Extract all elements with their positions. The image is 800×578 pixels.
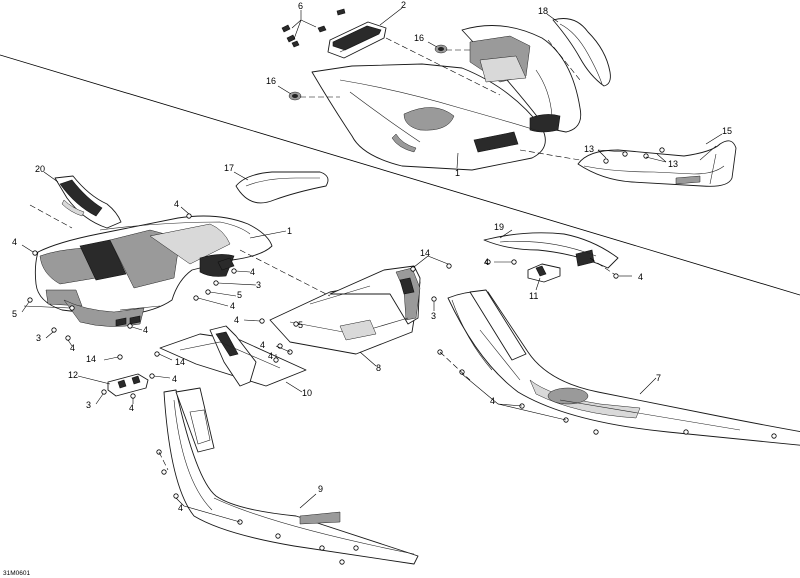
- fasteners-center: [117, 263, 452, 363]
- part-9-running-board: [163, 387, 419, 565]
- part-1-upper-console: [311, 25, 582, 171]
- callout-4-c: 4: [250, 267, 255, 277]
- fasteners-part-6: [281, 8, 346, 48]
- fasteners-part-13: [603, 147, 665, 164]
- callout-11: 11: [529, 291, 538, 301]
- callout-3-d: 3: [431, 311, 436, 321]
- callout-5-a: 5: [237, 290, 242, 300]
- callout-4-g: 4: [234, 315, 239, 325]
- callout-2: 2: [401, 0, 406, 10]
- part-16-grommet-b: [288, 91, 302, 101]
- callout-19: 19: [494, 222, 504, 232]
- callout-4-o: 4: [178, 503, 183, 513]
- callout-20: 20: [35, 164, 45, 174]
- callout-4-m: 4: [638, 272, 643, 282]
- callout-12: 12: [68, 370, 78, 380]
- callout-8: 8: [376, 363, 381, 373]
- part-12-bracket: [101, 373, 155, 399]
- callout-5-b: 5: [12, 309, 17, 319]
- part-19-trim: [483, 232, 619, 269]
- part-17-pad: [235, 171, 329, 204]
- callout-18: 18: [538, 6, 548, 16]
- callout-3-c: 3: [86, 400, 91, 410]
- part-10-bracket: [159, 325, 307, 387]
- callout-14-a: 14: [86, 354, 96, 364]
- drawing-code: 31M0601: [3, 570, 30, 577]
- callout-4-a: 4: [174, 199, 179, 209]
- callout-4-l: 4: [484, 257, 489, 267]
- part-2-bracket: [327, 21, 387, 59]
- callout-14-b: 14: [175, 357, 185, 367]
- callout-16-a: 16: [414, 33, 424, 43]
- part-11-clip: [485, 259, 619, 283]
- callout-17: 17: [224, 163, 234, 173]
- callout-6: 6: [298, 1, 303, 11]
- fasteners-part-7: [437, 349, 777, 439]
- section-divider-line: [0, 54, 800, 296]
- part-20-side-panel: [54, 175, 122, 229]
- callout-1-mid: 1: [287, 226, 292, 236]
- callout-4-k: 4: [129, 403, 134, 413]
- part-7-floorboard: [447, 289, 800, 446]
- callout-4-b: 4: [12, 237, 17, 247]
- callout-4-e: 4: [143, 325, 148, 335]
- part-15-grab-handle: [577, 140, 737, 187]
- callout-3-a: 3: [256, 280, 261, 290]
- callout-3-b: 3: [36, 333, 41, 343]
- callout-labels: 1 2 6 16 16 18 15 13 13 20 17 1 4 4 4 3 …: [12, 0, 732, 513]
- callout-1-top: 1: [455, 168, 460, 178]
- part-8-panel: [269, 265, 421, 355]
- fasteners-lower-console: [27, 213, 237, 341]
- part-1-lower-console: [34, 215, 273, 327]
- callout-4-n: 4: [490, 396, 495, 406]
- callout-15: 15: [722, 126, 732, 136]
- callout-14-c: 14: [420, 248, 430, 258]
- callout-4-h: 4: [260, 340, 265, 350]
- callout-16-b: 16: [266, 76, 276, 86]
- callout-9: 9: [318, 484, 323, 494]
- callout-4-f: 4: [70, 343, 75, 353]
- callout-10: 10: [302, 388, 312, 398]
- callout-7: 7: [656, 373, 661, 383]
- part-18-pad: [552, 18, 611, 87]
- callout-5-c: 5: [298, 320, 303, 330]
- callout-4-i: 4: [268, 351, 273, 361]
- callout-13-b: 13: [668, 159, 678, 169]
- callout-13-a: 13: [584, 144, 594, 154]
- callout-4-j: 4: [172, 374, 177, 384]
- callout-4-d: 4: [230, 301, 235, 311]
- part-16-grommet-a: [434, 44, 448, 54]
